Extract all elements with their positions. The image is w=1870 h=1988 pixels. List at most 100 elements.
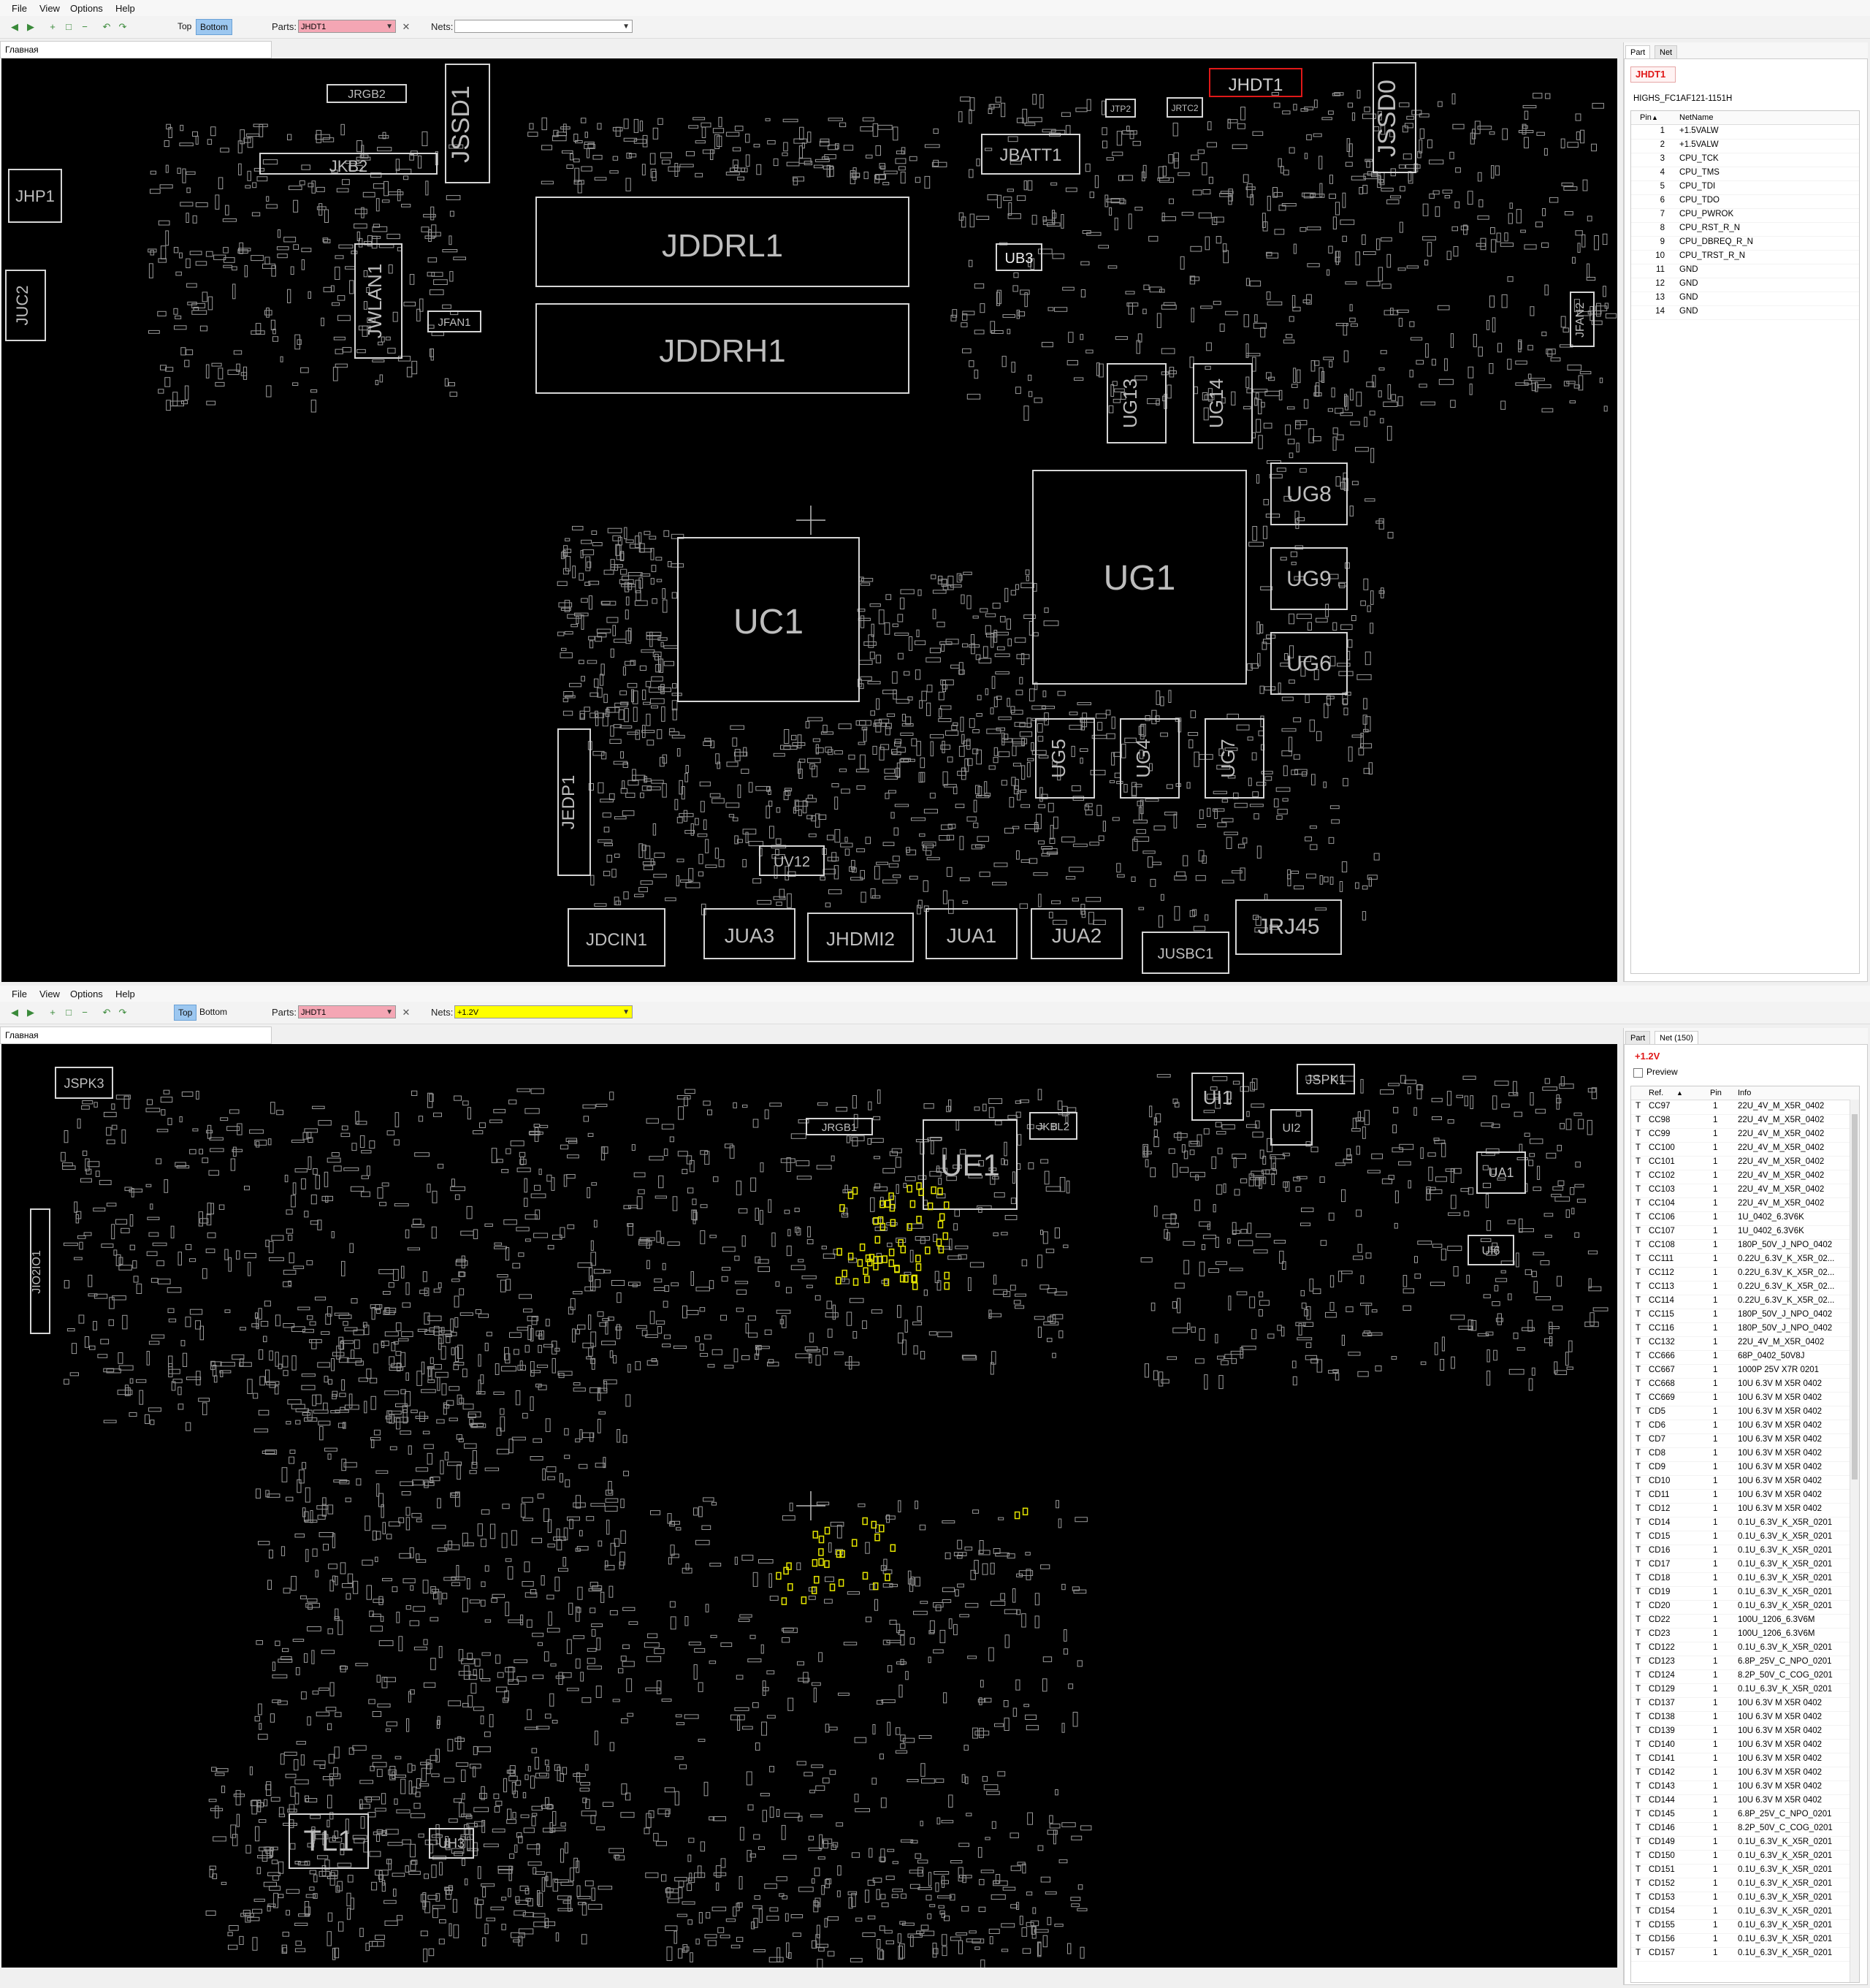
layer-top-button[interactable]: Top	[174, 1005, 197, 1021]
zoom-out-icon[interactable]: −	[82, 21, 88, 32]
tab-net[interactable]: Net	[1655, 45, 1678, 60]
document-tab[interactable]: Главная	[0, 1027, 272, 1044]
clear-filter-icon[interactable]: ✕	[402, 21, 411, 32]
zoom-fit-icon[interactable]: □	[66, 1007, 72, 1018]
parts-combo[interactable]: JHDT1 ▼	[298, 1005, 396, 1018]
forward-icon[interactable]: ▶	[27, 1007, 34, 1018]
col-info[interactable]: Info	[1738, 1089, 1752, 1097]
document-tab[interactable]: Главная	[0, 41, 272, 58]
parts-combo[interactable]: JHDT1 ▼	[298, 20, 396, 33]
rotate-left-icon[interactable]: ↶	[102, 1007, 111, 1018]
back-icon[interactable]: ◀	[11, 21, 18, 32]
layer-bottom-button[interactable]: Bottom	[199, 1007, 228, 1017]
board-view-top[interactable]: JDDRL1 JDDRH1 UC1 UG1 JSSD1 JSSD0 JKB2 J…	[1, 58, 1617, 982]
forward-icon[interactable]: ▶	[27, 21, 34, 32]
nets-combo[interactable]: +1.2V ▼	[454, 1005, 633, 1018]
zoom-in-icon[interactable]: +	[50, 1007, 56, 1018]
zoom-fit-icon[interactable]: □	[66, 21, 72, 32]
preview-checkbox[interactable]	[1633, 1068, 1643, 1078]
tab-part[interactable]: Part	[1625, 45, 1651, 60]
zoom-in-icon[interactable]: +	[50, 21, 56, 32]
pcb-canvas[interactable]: JDDRL1 JDDRH1 UC1 UG1 JSSD1 JSSD0 JKB2 J…	[1, 58, 1617, 982]
tab-net[interactable]: Net (150)	[1655, 1031, 1698, 1046]
scrollbar-thumb[interactable]	[1852, 1114, 1858, 1479]
pin-row[interactable]: 2+1.5VALW	[1631, 139, 1859, 153]
tab-part[interactable]: Part	[1625, 1031, 1651, 1046]
pin-row[interactable]: 1+1.5VALW	[1631, 125, 1859, 140]
layer-top-button[interactable]: Top	[178, 21, 192, 31]
menu-file[interactable]: File	[12, 989, 27, 999]
col-pin[interactable]: Pin	[1710, 1089, 1722, 1097]
clear-filter-icon[interactable]: ✕	[402, 1007, 411, 1018]
menu-view[interactable]: View	[39, 989, 60, 999]
layer-bottom-button[interactable]: Bottom	[196, 19, 233, 35]
scrollbar[interactable]	[1850, 1100, 1859, 1982]
menu-options[interactable]: Options	[70, 989, 103, 999]
zoom-out-icon[interactable]: −	[82, 1007, 88, 1018]
menu-help[interactable]: Help	[115, 989, 135, 999]
rotate-left-icon[interactable]: ↶	[102, 21, 111, 32]
nets-combo[interactable]: ▼	[454, 20, 633, 33]
menu-help[interactable]: Help	[115, 3, 135, 14]
board-view-bottom[interactable]: JSPK3 JSPK1 JRGB1 JKBL2 UE1 UI1 UI2 UA1 …	[1, 1044, 1617, 1968]
